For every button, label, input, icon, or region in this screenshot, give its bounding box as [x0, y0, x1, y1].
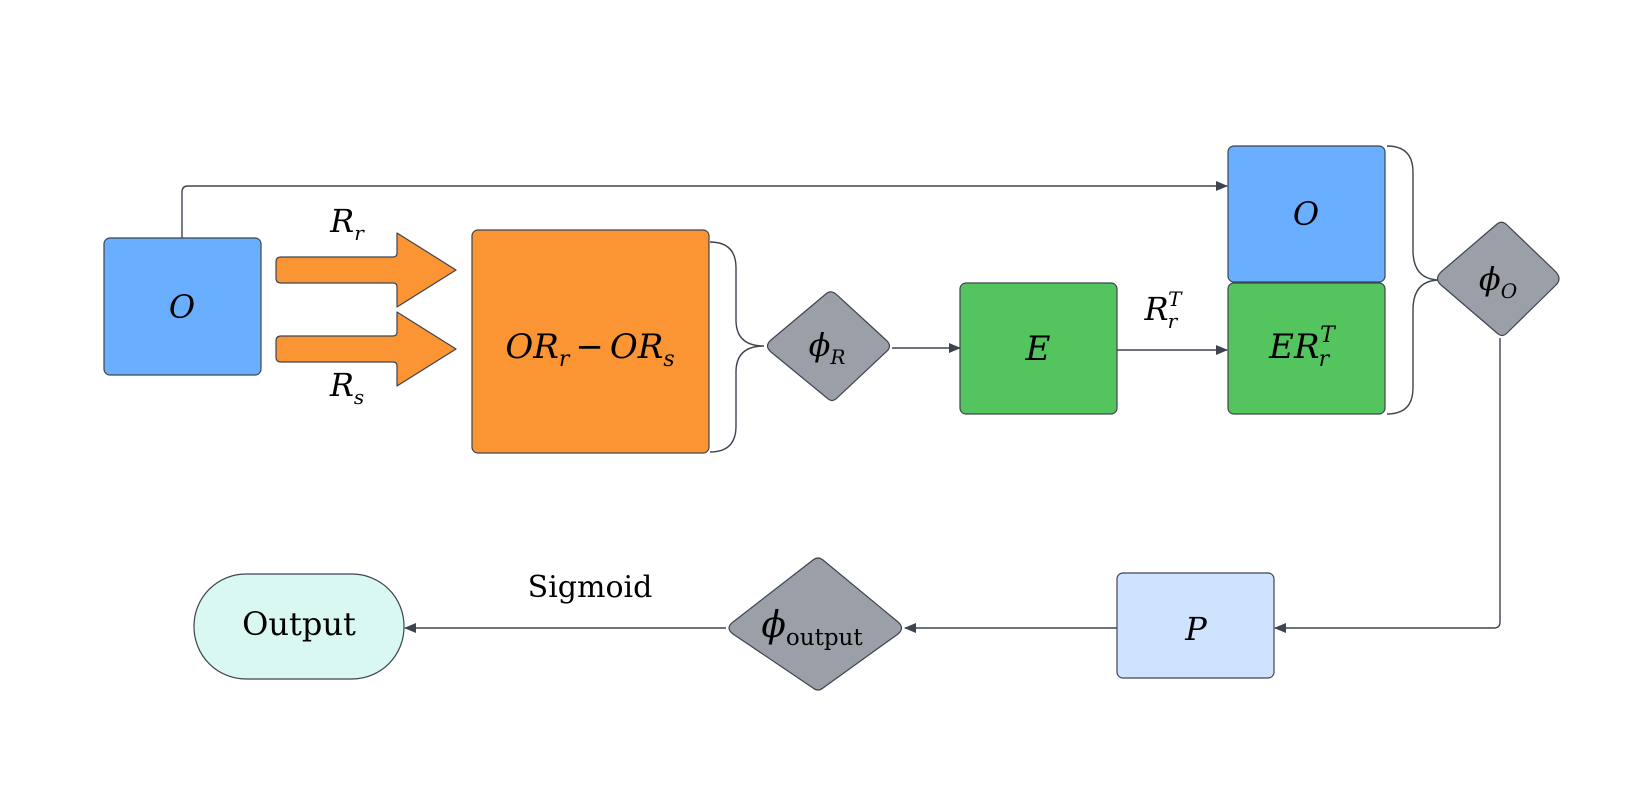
- o-right-label: O: [1293, 195, 1319, 233]
- e-label: E: [1025, 329, 1051, 369]
- phi-output-node: ϕoutput: [728, 557, 903, 691]
- phi-output-label: ϕoutput: [761, 605, 863, 651]
- phi-r-node: ϕR: [766, 291, 891, 402]
- output-node: Output: [193, 573, 405, 680]
- ert-label: ERrT: [1268, 323, 1337, 372]
- diff-brace: [709, 241, 765, 453]
- skip-connection-line: [181, 181, 1228, 238]
- ert-box: [1227, 282, 1386, 415]
- p-label: P: [1184, 610, 1207, 648]
- phi-o-label: ϕO: [1479, 260, 1517, 303]
- rs-block-arrow: Rs: [275, 311, 457, 409]
- concat-brace: [1386, 145, 1441, 415]
- rr-arrow-shape: [275, 232, 457, 308]
- phi-r-label: ϕR: [809, 326, 846, 369]
- p-node: P: [1116, 572, 1275, 679]
- output-box: [193, 573, 405, 680]
- phi-o-diamond: [1436, 221, 1560, 337]
- o-left-box: [103, 237, 262, 376]
- rr-label: Rr: [329, 202, 365, 245]
- phi-o-to-p-line: [1274, 338, 1501, 633]
- phi-o-node: ϕO: [1436, 221, 1560, 337]
- o-left-label: O: [169, 288, 195, 326]
- p-box: [1116, 572, 1275, 679]
- phi-output-diamond: [728, 557, 903, 691]
- diff-label: ORr−ORs: [505, 327, 674, 372]
- e-node: E: [959, 282, 1118, 415]
- o-left-node: O: [103, 237, 262, 376]
- phi-r-diamond: [766, 291, 891, 402]
- rrt-label: RrT: [1144, 287, 1184, 333]
- diff-node: ORr−ORs: [471, 229, 710, 454]
- o-right-box: [1227, 145, 1386, 283]
- o-right-node: O: [1227, 145, 1386, 283]
- rs-arrow-shape: [275, 311, 457, 387]
- rr-block-arrow: Rr: [275, 202, 457, 308]
- e-box: [959, 282, 1118, 415]
- ert-node: ERrT: [1227, 282, 1386, 415]
- output-label: Output: [242, 605, 356, 643]
- rs-label: Rs: [329, 366, 364, 409]
- sigmoid-label: Sigmoid: [528, 570, 653, 605]
- diff-box: [471, 229, 710, 454]
